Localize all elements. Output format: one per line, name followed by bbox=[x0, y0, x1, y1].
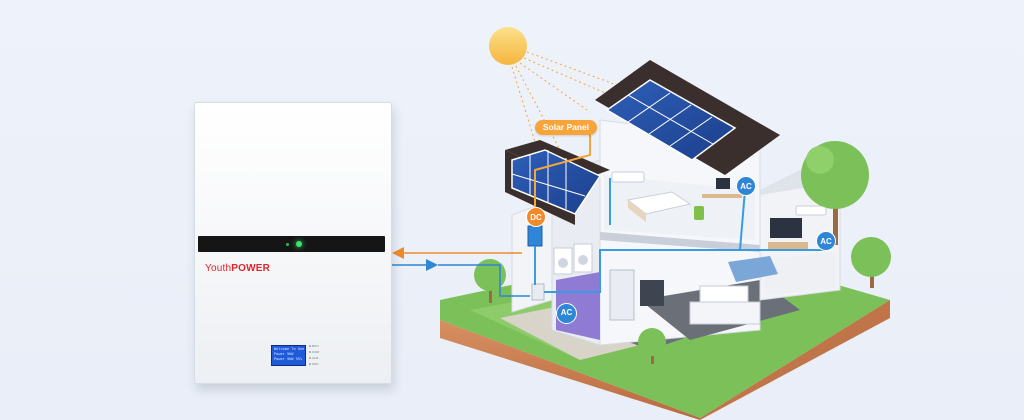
brand-logo: YouthPOWER bbox=[205, 263, 270, 274]
arrow-to-battery bbox=[392, 247, 522, 259]
tree bbox=[801, 141, 869, 245]
brand-part2: POWER bbox=[231, 263, 270, 274]
indicator: RUN bbox=[309, 343, 319, 348]
brand-part1: Youth bbox=[205, 263, 232, 274]
lcd-display: Welcome To Use Power 5KW Power 5KW 95% bbox=[271, 345, 306, 366]
solar-panel-large bbox=[605, 79, 737, 161]
solar-panel-label: Solar Panel bbox=[535, 120, 597, 135]
battery-unit: YouthPOWER Welcome To Use Power 5KW Powe… bbox=[194, 102, 392, 384]
arrow-from-battery bbox=[392, 259, 530, 297]
ac-badge: AC bbox=[736, 176, 756, 196]
tree bbox=[638, 328, 666, 364]
tree bbox=[851, 237, 891, 288]
lcd-line: Welcome To Use bbox=[274, 347, 305, 351]
indicator: COM bbox=[309, 349, 319, 354]
interior bbox=[527, 171, 827, 325]
lcd-line: Power 5KW bbox=[274, 352, 294, 356]
wiring bbox=[534, 127, 826, 293]
status-led-dim bbox=[286, 243, 289, 246]
sun-icon bbox=[489, 27, 626, 159]
ac-badge: AC bbox=[556, 303, 577, 324]
status-led bbox=[296, 241, 302, 247]
battery-status-bar bbox=[198, 236, 385, 252]
indicator: ALM bbox=[309, 355, 319, 360]
lcd-line: Power 5KW 95% bbox=[274, 357, 303, 361]
ac-badge: AC bbox=[816, 231, 836, 251]
solar-panel-small bbox=[511, 149, 602, 215]
dc-badge: DC bbox=[526, 207, 546, 227]
indicator: SOC bbox=[309, 361, 319, 366]
tree bbox=[474, 259, 506, 303]
indicator-list: RUN COM ALM SOC bbox=[309, 343, 319, 367]
